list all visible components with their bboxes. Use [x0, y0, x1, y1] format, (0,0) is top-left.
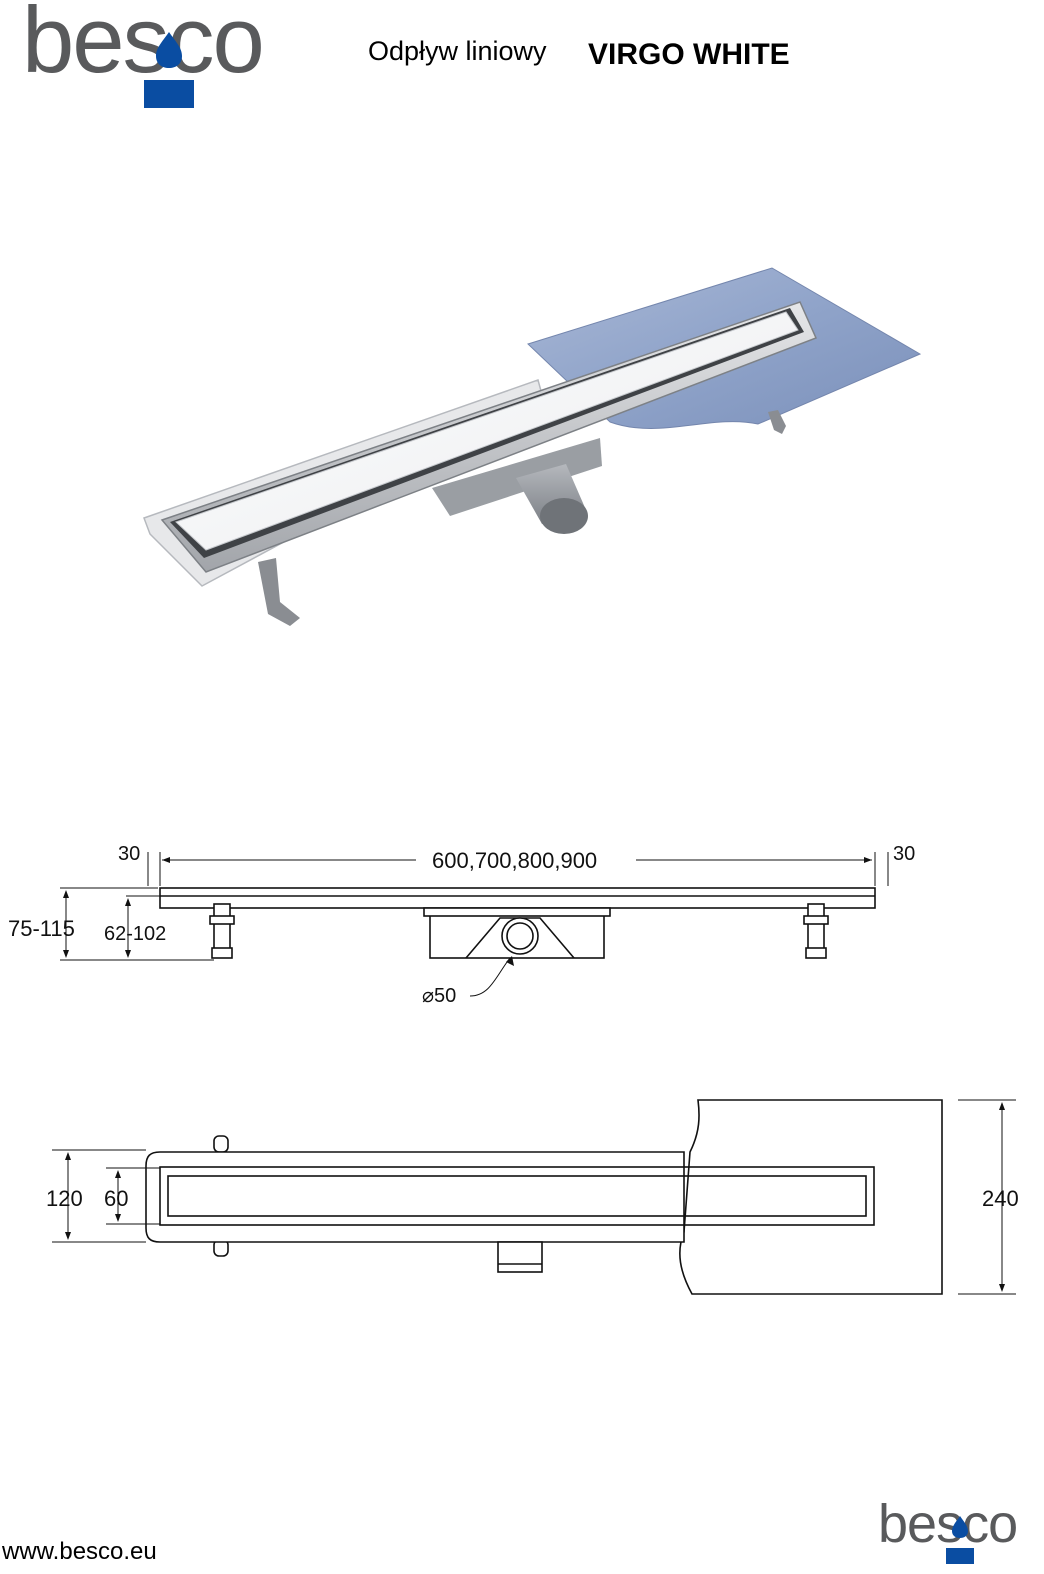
dim-length: 600,700,800,900: [432, 848, 597, 873]
footer-besco-logo: besco: [878, 1498, 1018, 1564]
footer-logo-square: [946, 1548, 974, 1564]
channel-top-outline: [145, 1151, 685, 1243]
logo-drop-icon: [156, 32, 182, 68]
left-leg: [258, 558, 300, 626]
top-view-drawing: 120 60 240: [46, 1099, 1019, 1295]
side-view-drawing: 30 600,700,800,900 30 75-115 62-102 ⌀50: [8, 843, 915, 1007]
dim-left-offset: 30: [118, 843, 140, 865]
product-name: VIRGO WHITE: [588, 38, 790, 71]
dim-body-width: 120: [46, 1186, 83, 1211]
footer-logo-text: besco: [878, 1498, 1017, 1554]
besco-logo: besco: [22, 2, 265, 108]
white-glass-grate: [175, 311, 799, 551]
dim-membrane-width: 240: [982, 1186, 1019, 1211]
outlet-stub: [497, 1241, 543, 1273]
footer-logo-drop-icon: [952, 1516, 968, 1538]
dim-adjust-height: 62-102: [104, 923, 166, 945]
right-foot: [807, 903, 825, 953]
right-leg: [768, 410, 786, 434]
outlet-pipe-end: [540, 498, 588, 534]
drain-body: [432, 438, 602, 516]
grate-outer: [159, 1166, 875, 1226]
channel-side-profile: [159, 887, 876, 909]
dim-right-offset: 30: [893, 843, 915, 865]
membrane-outline: [679, 1099, 943, 1295]
product-illustration: [143, 267, 922, 626]
dim-total-height: 75-115: [8, 916, 75, 941]
dim-outlet-diameter: ⌀50: [422, 985, 456, 1007]
grate-inner: [167, 1175, 867, 1217]
title-prefix: Odpływ liniowy: [368, 36, 547, 66]
left-foot: [213, 903, 231, 953]
dim-grate-width: 60: [104, 1186, 128, 1211]
logo-text: besco: [22, 2, 263, 92]
footer-url: www.besco.eu: [2, 1538, 157, 1565]
logo-square: [144, 80, 194, 108]
